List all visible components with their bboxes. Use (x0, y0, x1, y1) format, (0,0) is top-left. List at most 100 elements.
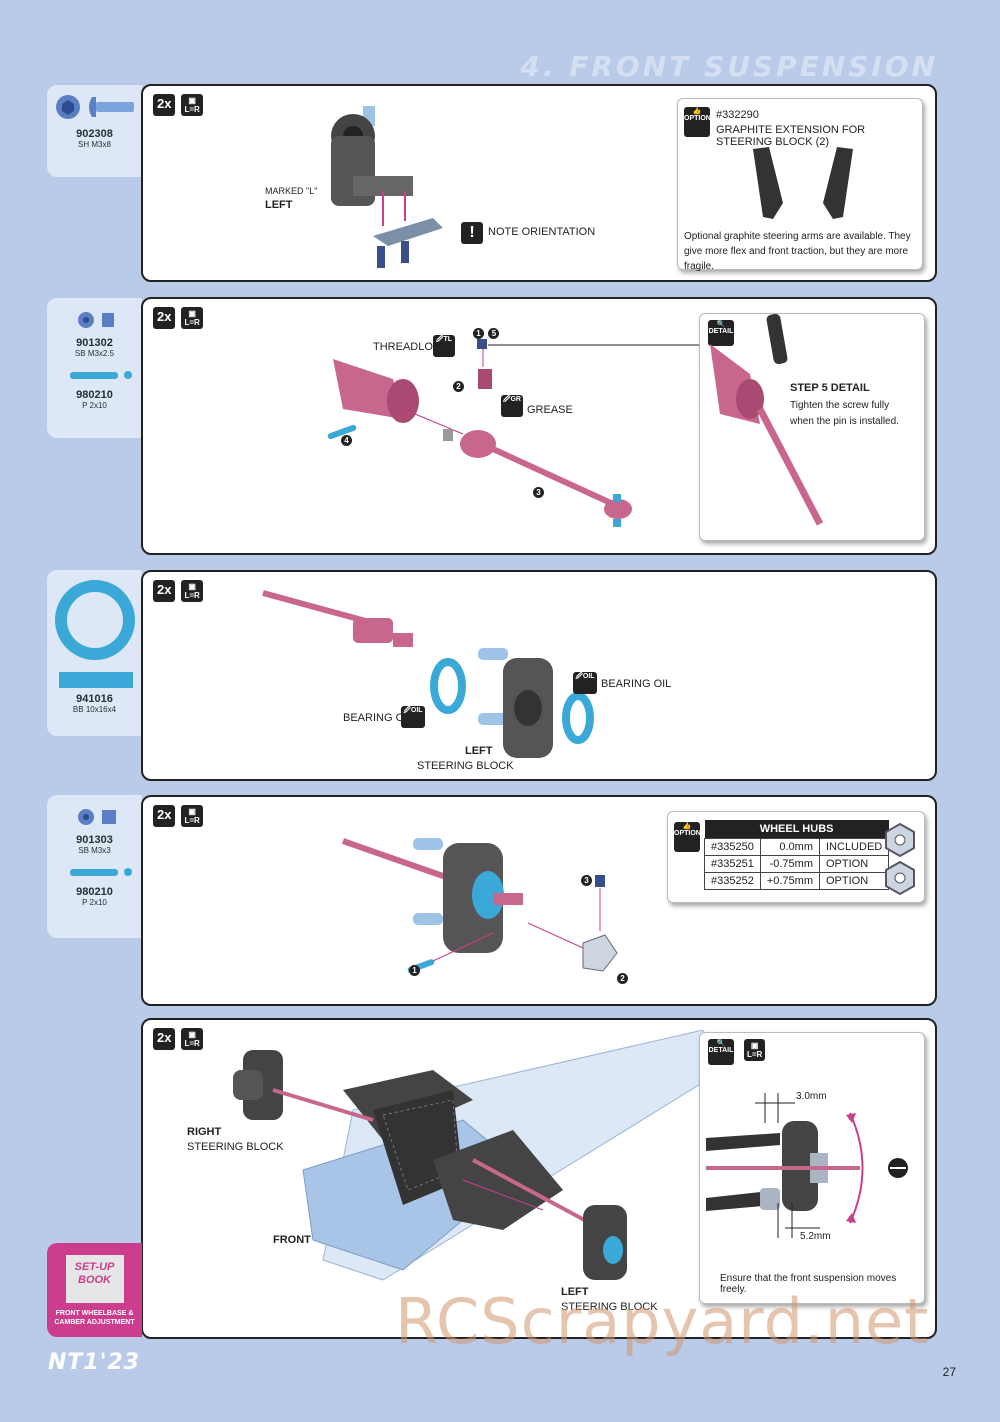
step-2-panel: 2x ▣L=R THREADLOCK 🖉TL 1 5 2 🖉GR GREASE … (141, 297, 937, 555)
step-number-2: 2 (617, 973, 628, 984)
qty-badge: 2x ▣L=R (153, 94, 203, 116)
step-number-1-5: 1 5 (473, 323, 500, 341)
wheel-hub-illustration (342, 838, 618, 973)
lr-icon: ▣L=R (181, 94, 203, 116)
thumbs-up-icon: 👍OPTION (674, 822, 701, 852)
part-code: 901302 (76, 337, 113, 349)
step-number-3: 3 (533, 487, 544, 498)
qty-2x: 2x (153, 805, 176, 827)
watermark: RCScrapyard.net (395, 1285, 930, 1358)
lr-icon: ▣L=R (744, 1039, 766, 1061)
detail-illustration (710, 314, 824, 526)
detail-box: 🔍DETAIL STEP 5 DETAIL Tighten the screw … (699, 313, 925, 541)
qty-badge: 2x ▣L=R (153, 307, 203, 329)
lr-icon: ▣L=R (181, 805, 203, 827)
part-code: 980210 (76, 389, 113, 401)
part-spec: SB M3x2.5 (74, 349, 115, 358)
bearing-icon (54, 580, 135, 688)
magnifier-icon: 🔍DETAIL (708, 1039, 734, 1065)
part-spec: P 2x10 (82, 401, 107, 410)
parts-sidebar-step1: 902308 SH M3x8 (47, 85, 142, 177)
chassis-assembly-illustration (233, 1030, 723, 1281)
qty-2x: 2x (153, 94, 176, 116)
oil-icon: 🖉OIL (573, 672, 597, 694)
option-title: GRAPHITE EXTENSION FOR STEERING BLOCK (2… (716, 124, 866, 148)
page-title: 4. FRONT SUSPENSION (520, 50, 938, 83)
right-label: RIGHT (187, 1126, 222, 1138)
setup-caption: FRONT WHEELBASE & CAMBER ADJUSTMENT (54, 1310, 135, 1326)
oil-icon: 🖉OIL (401, 706, 425, 728)
step-number-3: 3 (581, 875, 592, 886)
option-part-number: #332290 (716, 109, 759, 121)
step-number-2: 2 (453, 381, 464, 392)
detail-text: Ensure that the front suspension moves f… (720, 1273, 897, 1295)
bearing-oil-label-left: BEARING OIL (343, 712, 414, 724)
left-label: LEFT (465, 745, 493, 757)
step-number-4: 4 (341, 435, 352, 446)
step-4-panel: 2x ▣L=R 1 2 3 👍OPTION WHEEL HUBS #335250… (141, 795, 937, 1006)
driveshaft-illustration (327, 339, 703, 527)
pin-icon (69, 371, 132, 379)
table-header: WHEEL HUBS (704, 820, 889, 839)
detail-box: 🔍DETAIL ▣L=R 3.0mm 5.2mm Ensure that the… (699, 1032, 925, 1304)
qty-2x: 2x (153, 307, 176, 329)
right-steering-block-label: STEERING BLOCK (187, 1141, 284, 1153)
part-code: 980210 (76, 886, 113, 898)
part-code: 941016 (76, 693, 113, 705)
option-description: Optional graphite steering arms are avai… (684, 231, 911, 272)
bearing-oil-label-right: BEARING OIL (601, 678, 672, 690)
steering-block-illustration (331, 106, 443, 268)
marked-l-label: MARKED "L" (265, 186, 318, 196)
option-box: 👍OPTION #332290 GRAPHITE EXTENSION FOR S… (677, 98, 923, 272)
parts-sidebar-step4: 901303 SB M3x3 980210 P 2x10 (47, 795, 142, 938)
qty-badge: 2x ▣L=R (153, 580, 203, 602)
steering-block-label: STEERING BLOCK (417, 760, 514, 772)
hub-images (885, 822, 915, 896)
left-label: LEFT (265, 199, 293, 211)
step-5-panel: 2x ▣L=R RIGHT STEERING BLOCK FRONT LEFT … (141, 1018, 937, 1339)
dimension-3mm: 3.0mm (796, 1091, 827, 1102)
lr-icon: ▣L=R (181, 580, 203, 602)
parts-sidebar-step2: 901302 SB M3x2.5 980210 P 2x10 (47, 298, 142, 438)
warning-icon: ! (461, 222, 483, 244)
part-spec: SH M3x8 (78, 140, 111, 149)
qty-badge: 2x ▣L=R (153, 1028, 203, 1050)
grease-icon: 🖉GR (501, 395, 523, 417)
parts-sidebar-step3: 941016 BB 10x16x4 (47, 570, 142, 736)
left-steering-block-label: STEERING BLOCK (561, 1301, 658, 1313)
pin-icon (69, 868, 132, 876)
step-3-panel: 2x ▣L=R 🖉OIL BEARING OIL BEARING OIL 🖉OI… (141, 570, 937, 781)
bearing-assembly-illustration (262, 590, 594, 758)
step-number-1: 1 (409, 965, 420, 976)
lr-icon: ▣L=R (181, 1028, 203, 1050)
part-code: 901303 (76, 834, 113, 846)
part-spec: SB M3x3 (78, 846, 111, 855)
magnifier-icon: 🔍DETAIL (708, 320, 734, 346)
part-spec: P 2x10 (82, 898, 107, 907)
grease-label: GREASE (527, 404, 573, 416)
qty-2x: 2x (153, 1028, 176, 1050)
dimension-5-2mm: 5.2mm (800, 1231, 831, 1242)
qty-2x: 2x (153, 580, 176, 602)
set-screw-icon (77, 809, 116, 825)
suspension-detail-illustration (706, 1093, 908, 1238)
front-label: FRONT (273, 1234, 311, 1246)
graphite-arms-image (753, 147, 853, 219)
detail-text: Tighten the screw fully when the pin is … (790, 400, 899, 427)
detail-title: STEP 5 DETAIL (790, 382, 870, 394)
step-1-panel: 2x ▣L=R MARKED "L" LEFT ! NOTE ORIENTATI… (141, 84, 937, 282)
part-code: 902308 (76, 128, 113, 140)
threadlock-label: THREADLOCK (373, 341, 449, 353)
brand-logo: NT1'23 (48, 1350, 141, 1375)
note-orientation-label: NOTE ORIENTATION (488, 226, 596, 238)
qty-badge: 2x ▣L=R (153, 805, 203, 827)
page-number: 27 (942, 1365, 956, 1379)
screw-sh-icon (55, 95, 134, 119)
